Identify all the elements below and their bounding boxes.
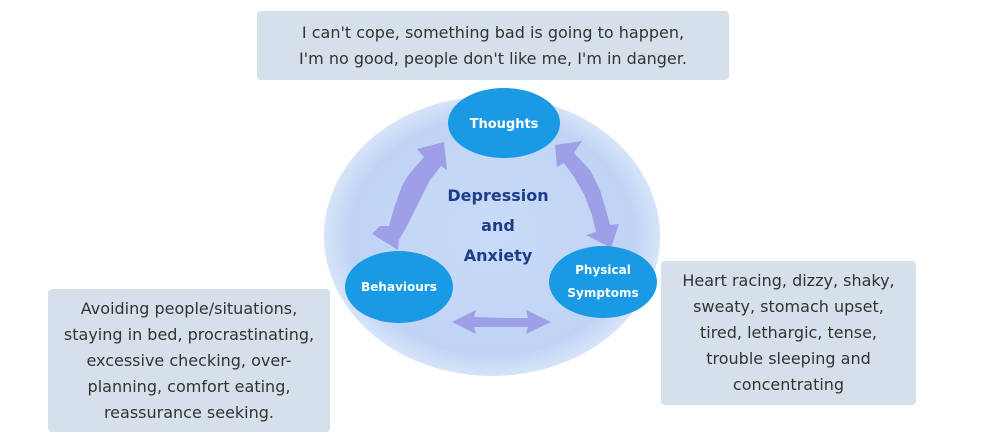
physical-callout-line: sweaty, stomach upset, xyxy=(693,297,884,316)
center-title-line2: and xyxy=(481,216,515,235)
physical-callout-line: trouble sleeping and xyxy=(706,349,871,368)
node-behaviours-label: Behaviours xyxy=(361,280,437,294)
node-physical-symptoms xyxy=(549,246,657,318)
behaviours-callout-line: reassurance seeking. xyxy=(103,402,275,422)
thoughts-callout-line: I can't cope, something bad is going to … xyxy=(301,22,685,42)
node-thoughts xyxy=(448,88,560,158)
thoughts-callout-line: I'm no good, people don't like me, I'm i… xyxy=(299,48,687,68)
physical-callout-line: tired, lethargic, tense, xyxy=(699,323,877,342)
physical-symptoms-callout: Heart racing, dizzy, shaky, sweaty, stom… xyxy=(661,261,916,405)
node-thoughts-label: Thoughts xyxy=(470,117,539,132)
thoughts-callout: I can't cope, something bad is going to … xyxy=(257,11,729,80)
node-behaviours xyxy=(345,251,453,323)
center-title-line1: Depression xyxy=(447,186,548,205)
physical-callout-line: concentrating xyxy=(732,375,845,394)
arrow-behaviours-physical xyxy=(452,310,551,334)
node-physical-label-line1: Physical xyxy=(575,263,631,277)
behaviours-callout-line: excessive checking, over- xyxy=(86,350,292,370)
node-physical-label-line2: Symptoms xyxy=(567,286,638,300)
arrow-thoughts-physical xyxy=(555,141,619,248)
behaviours-callout-line: Avoiding people/situations, xyxy=(80,298,298,318)
physical-callout-line: Heart racing, dizzy, shaky, xyxy=(682,271,895,290)
behaviours-callout: Avoiding people/situations, staying in b… xyxy=(48,289,330,432)
behaviours-callout-line: planning, comfort eating, xyxy=(87,376,291,396)
behaviours-callout-line: staying in bed, procrastinating, xyxy=(63,324,315,344)
arrow-thoughts-behaviours xyxy=(372,142,447,250)
center-title-line3: Anxiety xyxy=(464,246,533,265)
